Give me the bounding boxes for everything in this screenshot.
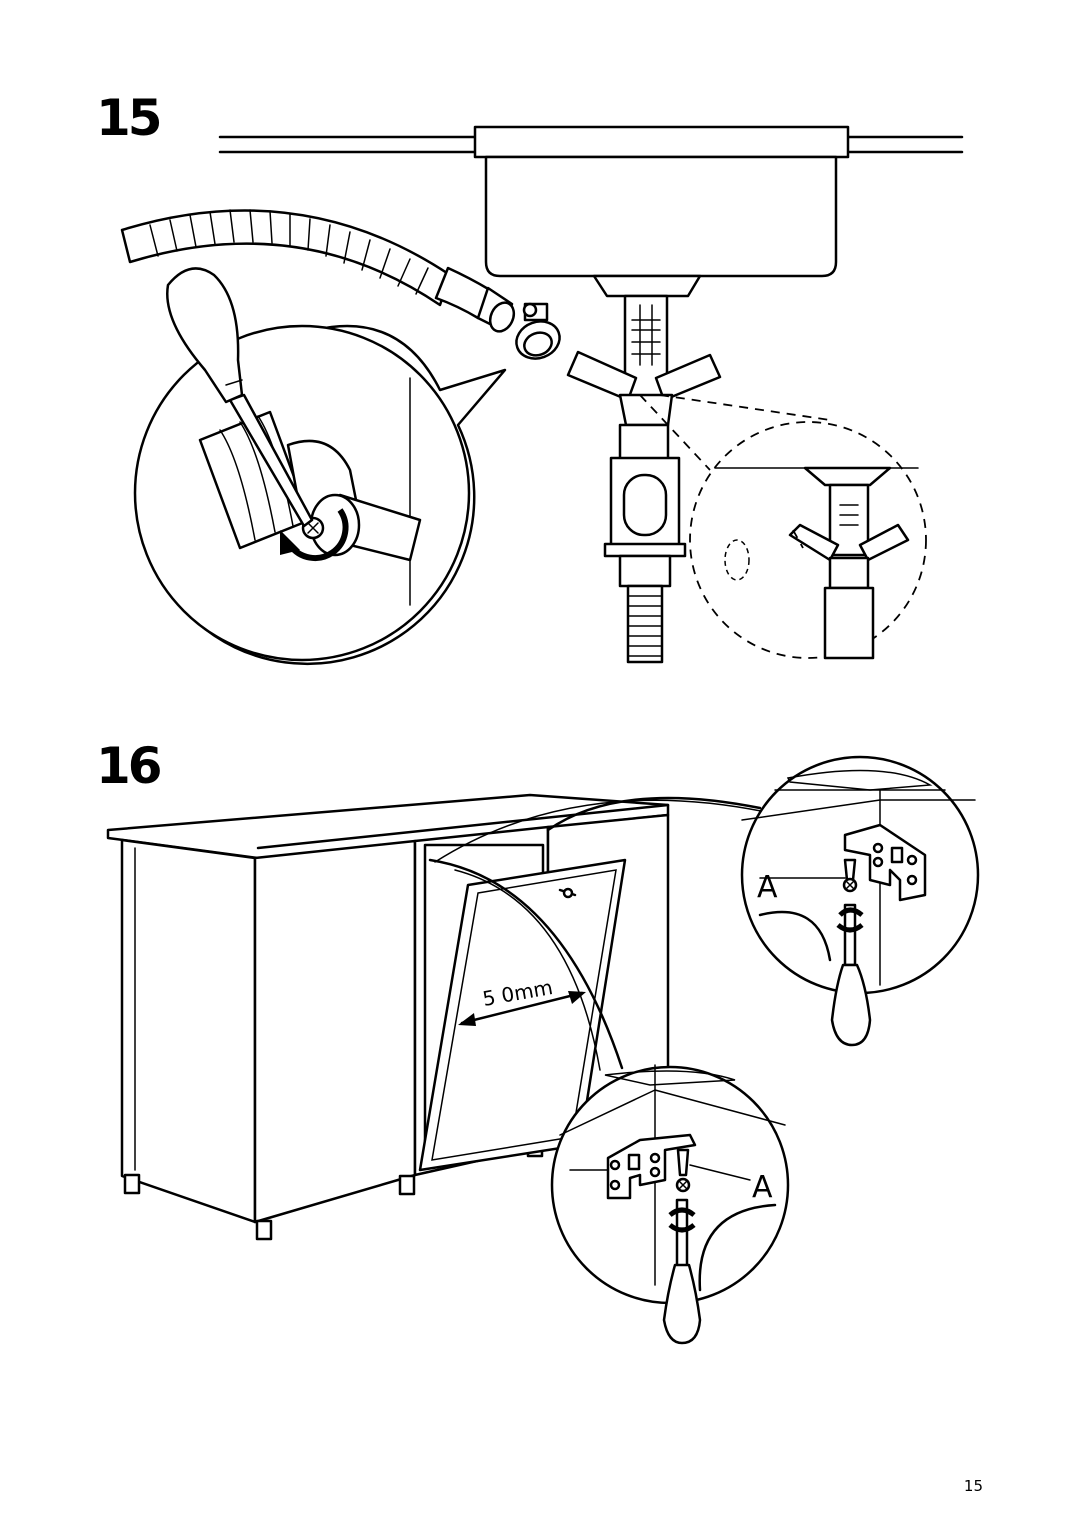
- screw-icon: [675, 1148, 691, 1193]
- bracket-a-label-bottom: A: [752, 1170, 773, 1205]
- step-number-16: 16: [96, 737, 163, 795]
- zoom-detail-trap: [689, 421, 927, 660]
- screwdriver-icon: [830, 903, 872, 1047]
- left-cabinet: [120, 838, 417, 1241]
- sink-drain-trap: [566, 294, 722, 664]
- rotate-arrow-icon: [280, 508, 349, 561]
- drain-hose: [120, 209, 516, 333]
- screwdriver-icon: [166, 267, 314, 528]
- zoom-detail-bracket-top: A: [740, 755, 980, 1047]
- zoom-detail-clamp: [133, 324, 507, 666]
- screwdriver-icon: [662, 1198, 702, 1345]
- screw-icon: [842, 858, 858, 893]
- bracket-a-label-top: A: [757, 870, 778, 905]
- sink-basin: [473, 125, 850, 298]
- hose-clamp-icon: [515, 302, 561, 360]
- page-number: 15: [963, 1477, 983, 1495]
- zoom-detail-bracket-bottom: A: [550, 1064, 790, 1345]
- step-number-15: 15: [96, 89, 163, 147]
